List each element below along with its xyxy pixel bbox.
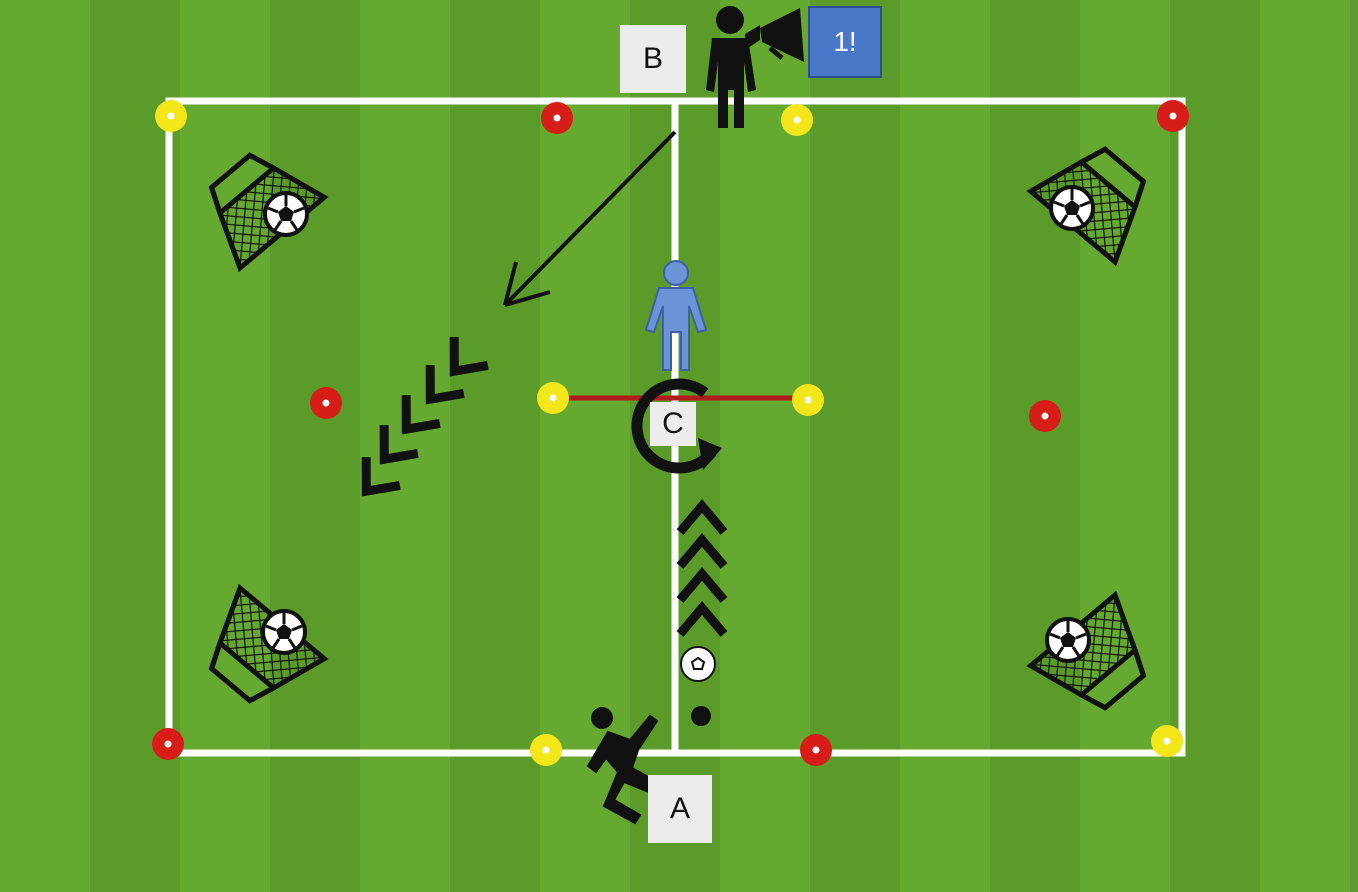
cone-yellow [537, 382, 569, 414]
coach-megaphone-icon [706, 6, 804, 128]
cone-red [800, 734, 832, 766]
ball-icon [1045, 617, 1091, 663]
cone-yellow [1151, 725, 1183, 757]
cone-yellow [155, 100, 187, 132]
cone-red [1029, 400, 1061, 432]
label-a: A [648, 775, 712, 843]
cone-red [310, 387, 342, 419]
cone-yellow [530, 734, 562, 766]
ball-icon [1049, 185, 1095, 231]
player-kicking-icon [586, 706, 711, 825]
cone-red [541, 102, 573, 134]
ball-icon [263, 191, 309, 237]
coach-call-badge: 1! [808, 6, 882, 78]
pass-arrow-icon [503, 130, 677, 307]
cone-yellow [792, 384, 824, 416]
cone-yellow [781, 104, 813, 136]
ball-icon [261, 609, 307, 655]
label-c: C [650, 402, 696, 446]
defender-icon [644, 260, 708, 371]
label-b: B [620, 25, 686, 93]
turn-arrow-icon [631, 378, 722, 474]
cone-red [152, 728, 184, 760]
ball-icon [680, 646, 716, 682]
cone-red [1157, 100, 1189, 132]
